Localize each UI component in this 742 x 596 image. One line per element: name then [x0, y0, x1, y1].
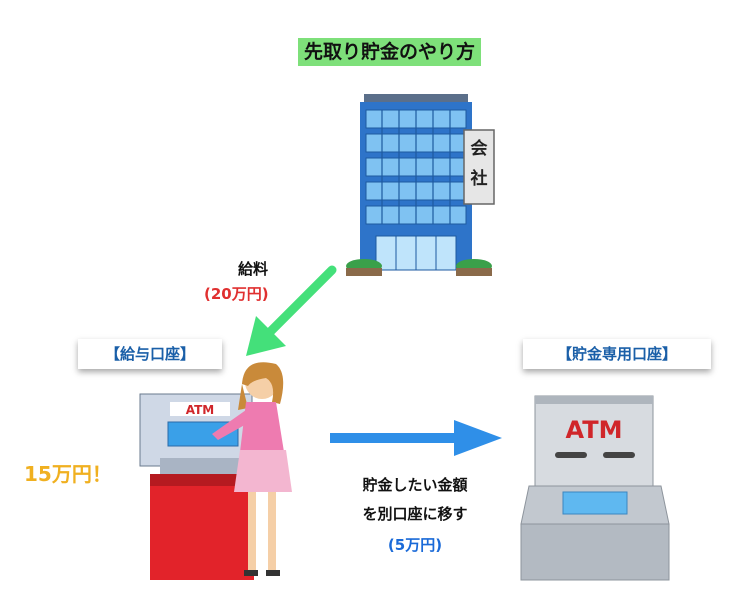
savings-atm-text: ATM — [566, 416, 623, 444]
savings-account-label: 【貯金専用口座】 — [523, 339, 711, 369]
savings-atm-illustration: ATM — [520, 395, 670, 581]
salary-amount: (20万円) — [204, 285, 269, 303]
transfer-arrow — [330, 420, 502, 456]
transfer-text-line1: 貯金したい金額 — [362, 476, 468, 494]
transfer-text-line2: を別口座に移す — [362, 505, 468, 523]
company-building-icon: 会 社 — [346, 94, 495, 276]
company-sign-char-1: 会 — [471, 138, 488, 159]
remaining-balance: 15万円！ — [24, 462, 112, 486]
company-sign-char-2: 社 — [470, 168, 488, 189]
salary-label: 給料 — [238, 260, 269, 278]
salary-atm-text: ATM — [186, 403, 214, 417]
salary-flow-arrow — [246, 265, 337, 356]
diagram-title: 先取り貯金のやり方 — [298, 38, 482, 66]
transfer-amount: (5万円) — [387, 536, 443, 554]
salary-account-label: 【給与口座】 — [78, 339, 222, 369]
salary-atm-illustration: ATM — [139, 362, 292, 580]
